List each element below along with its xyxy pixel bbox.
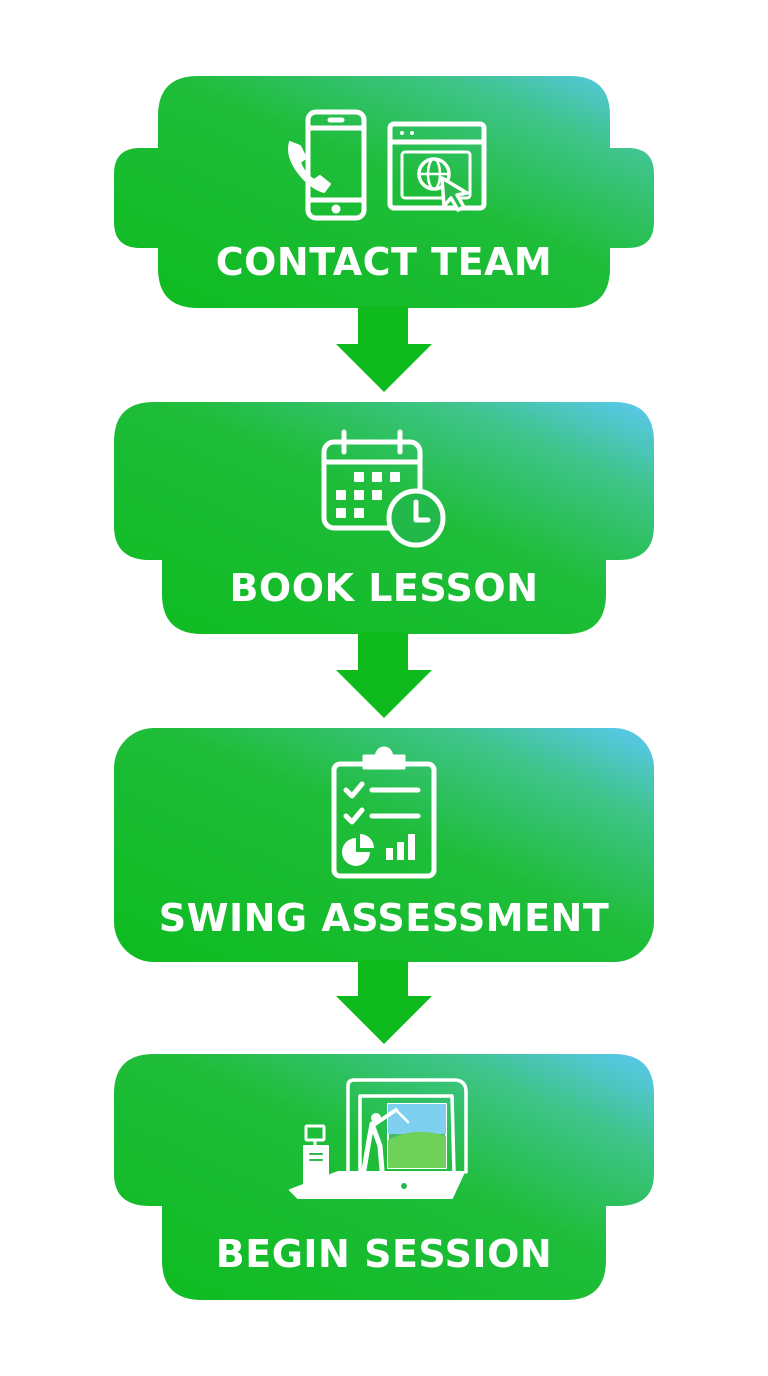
clipboard-checklist-chart-icon — [330, 746, 438, 880]
step-box-contact-team — [114, 76, 654, 308]
arrow-1 — [336, 306, 432, 392]
arrow-2 — [336, 632, 432, 718]
step-box-swing-assessment — [114, 728, 654, 962]
step-label-swing-assessment: SWING ASSESSMENT — [158, 896, 610, 940]
golf-simulator-icon — [284, 1074, 476, 1204]
step-label-contact-team: CONTACT TEAM — [215, 240, 553, 284]
step-label-begin-session: BEGIN SESSION — [215, 1232, 553, 1276]
arrow-3 — [336, 960, 432, 1044]
phone-icon — [284, 108, 368, 222]
browser-globe-cursor-icon — [386, 120, 488, 216]
step-label-book-lesson: BOOK LESSON — [229, 566, 539, 610]
step-box-book-lesson — [114, 402, 654, 634]
calendar-clock-icon — [320, 428, 448, 552]
